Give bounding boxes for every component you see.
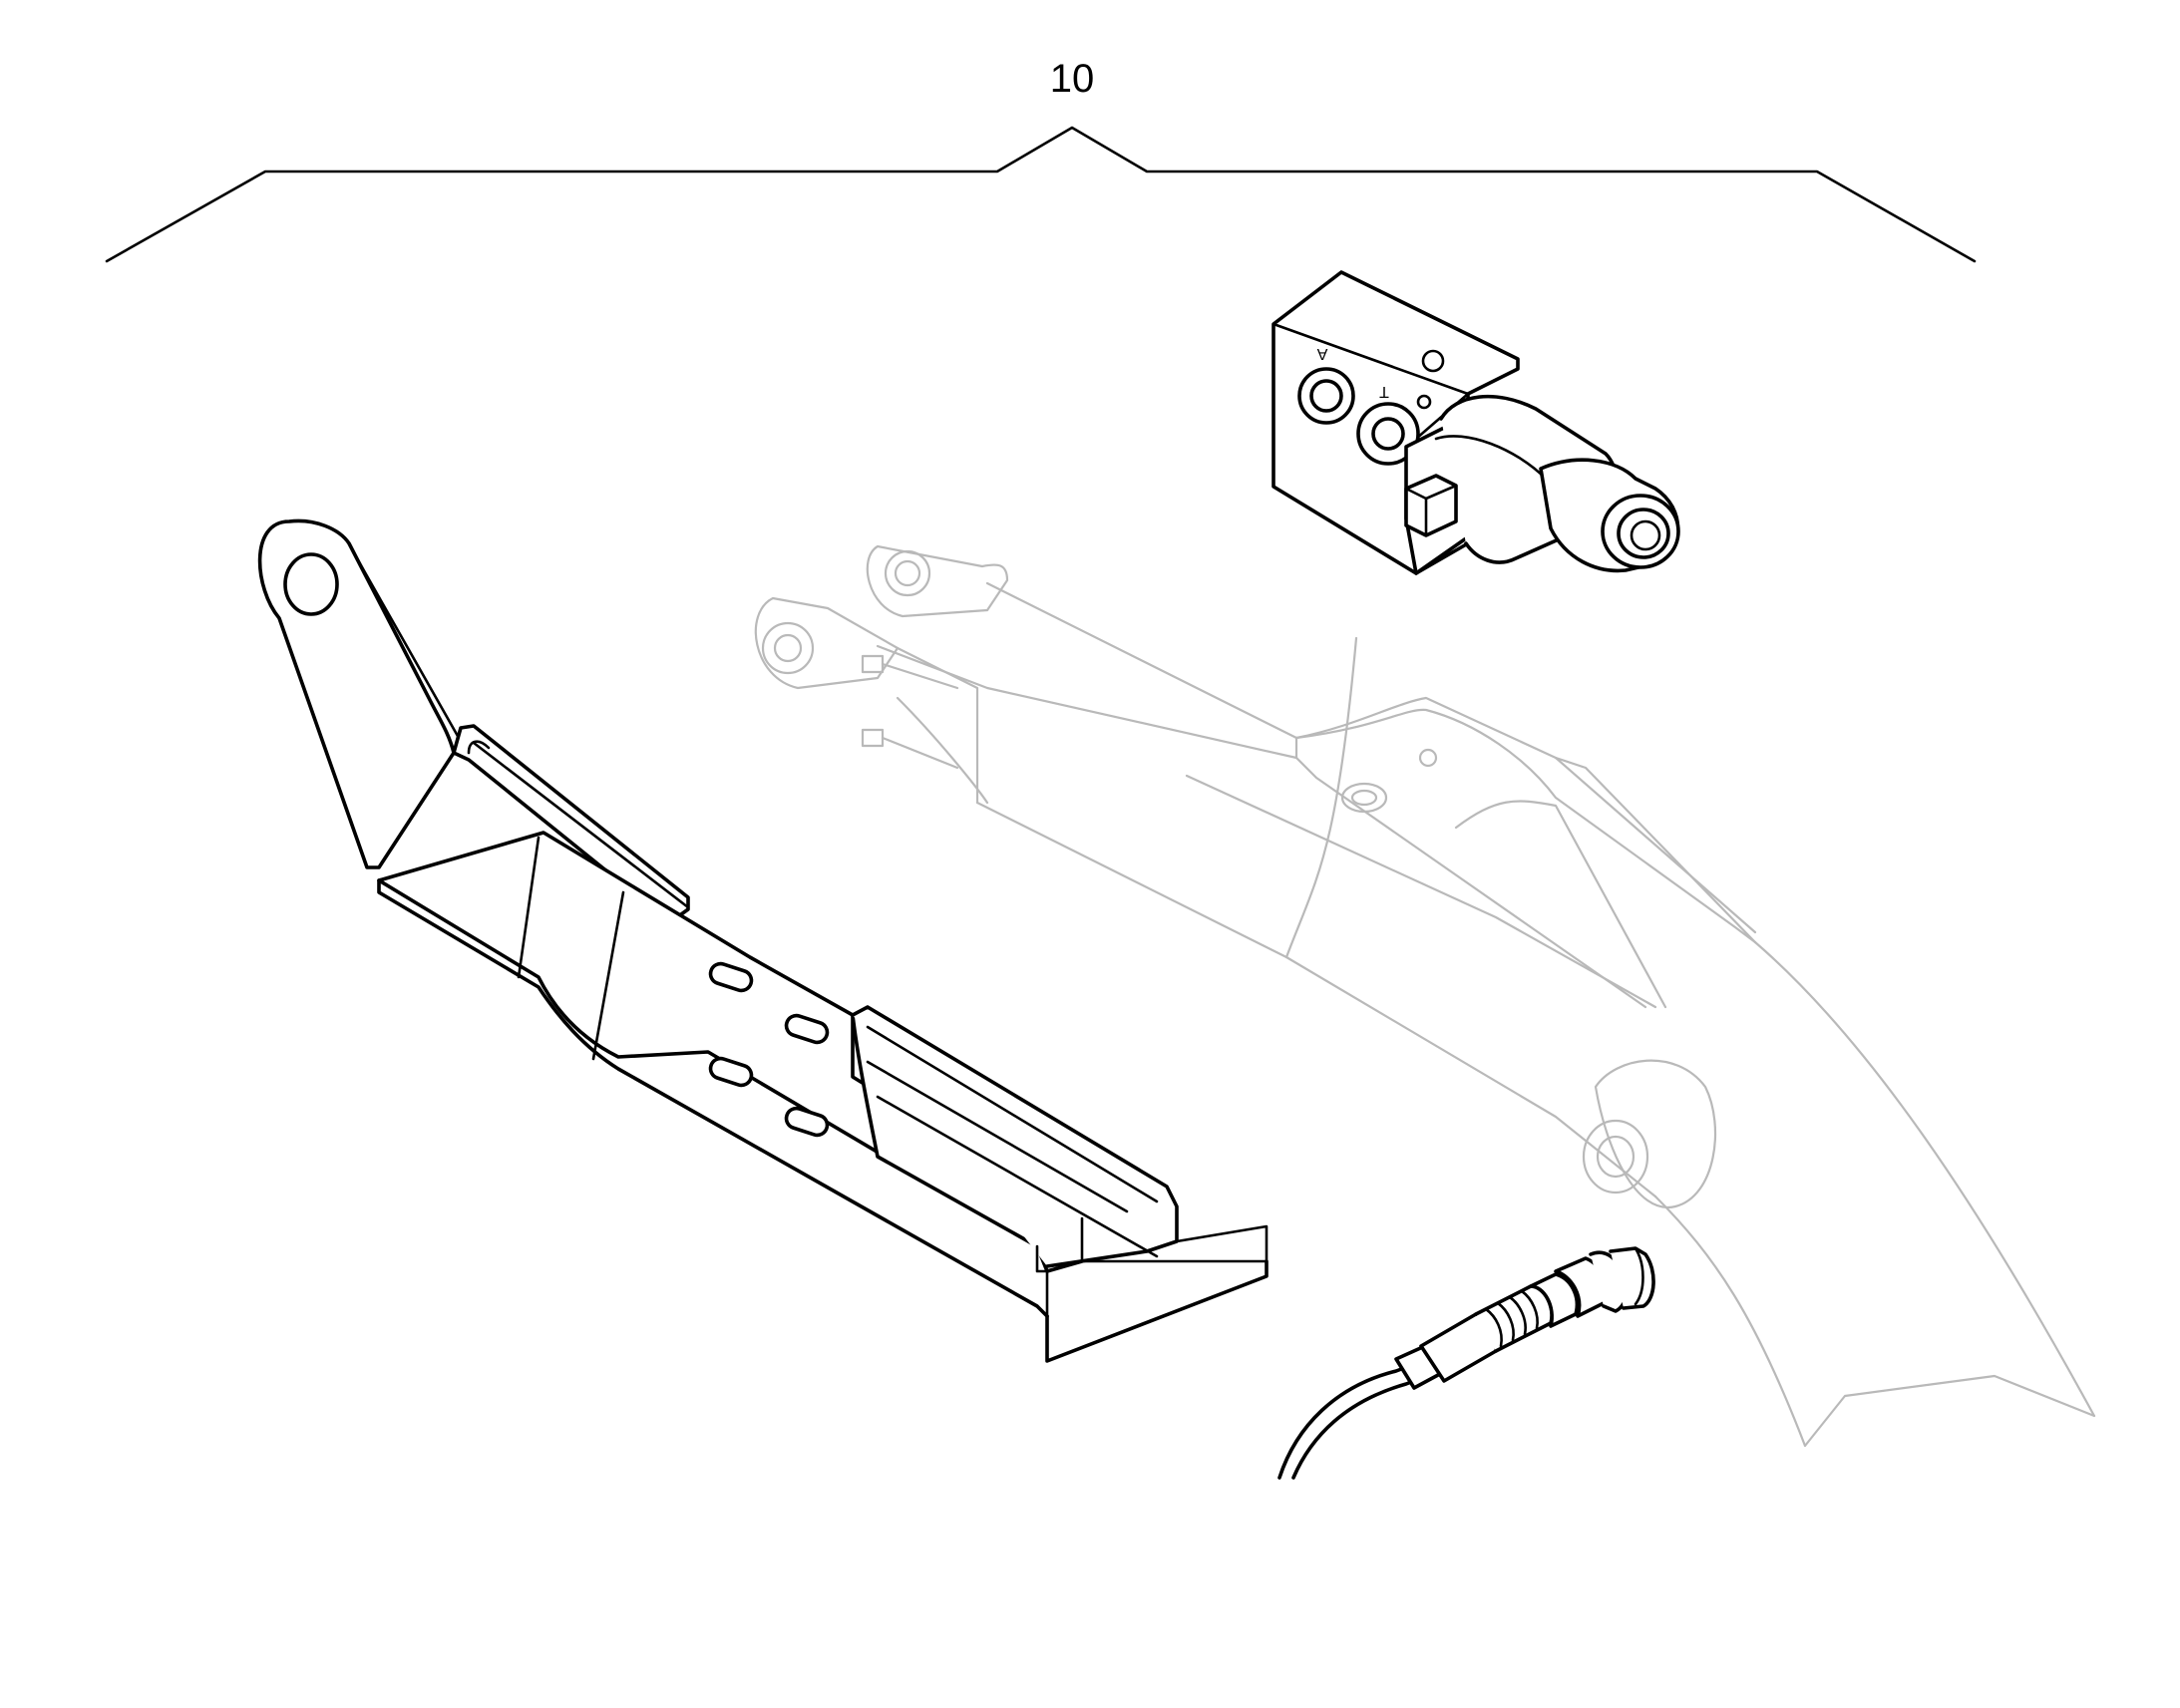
bracket-slots [708,961,830,1138]
mounting-bracket [257,518,1269,1363]
callout-group: 10 [105,57,1977,263]
port-label-a: A [1316,345,1327,362]
callout-number: 10 [1050,57,1095,101]
loader-boom-outline [754,544,2096,1448]
proximity-sensor [1277,1246,1655,1480]
solenoid-valve: A T [1272,270,1680,575]
callout-bracket [105,126,1977,263]
port-label-t: T [1379,383,1389,400]
